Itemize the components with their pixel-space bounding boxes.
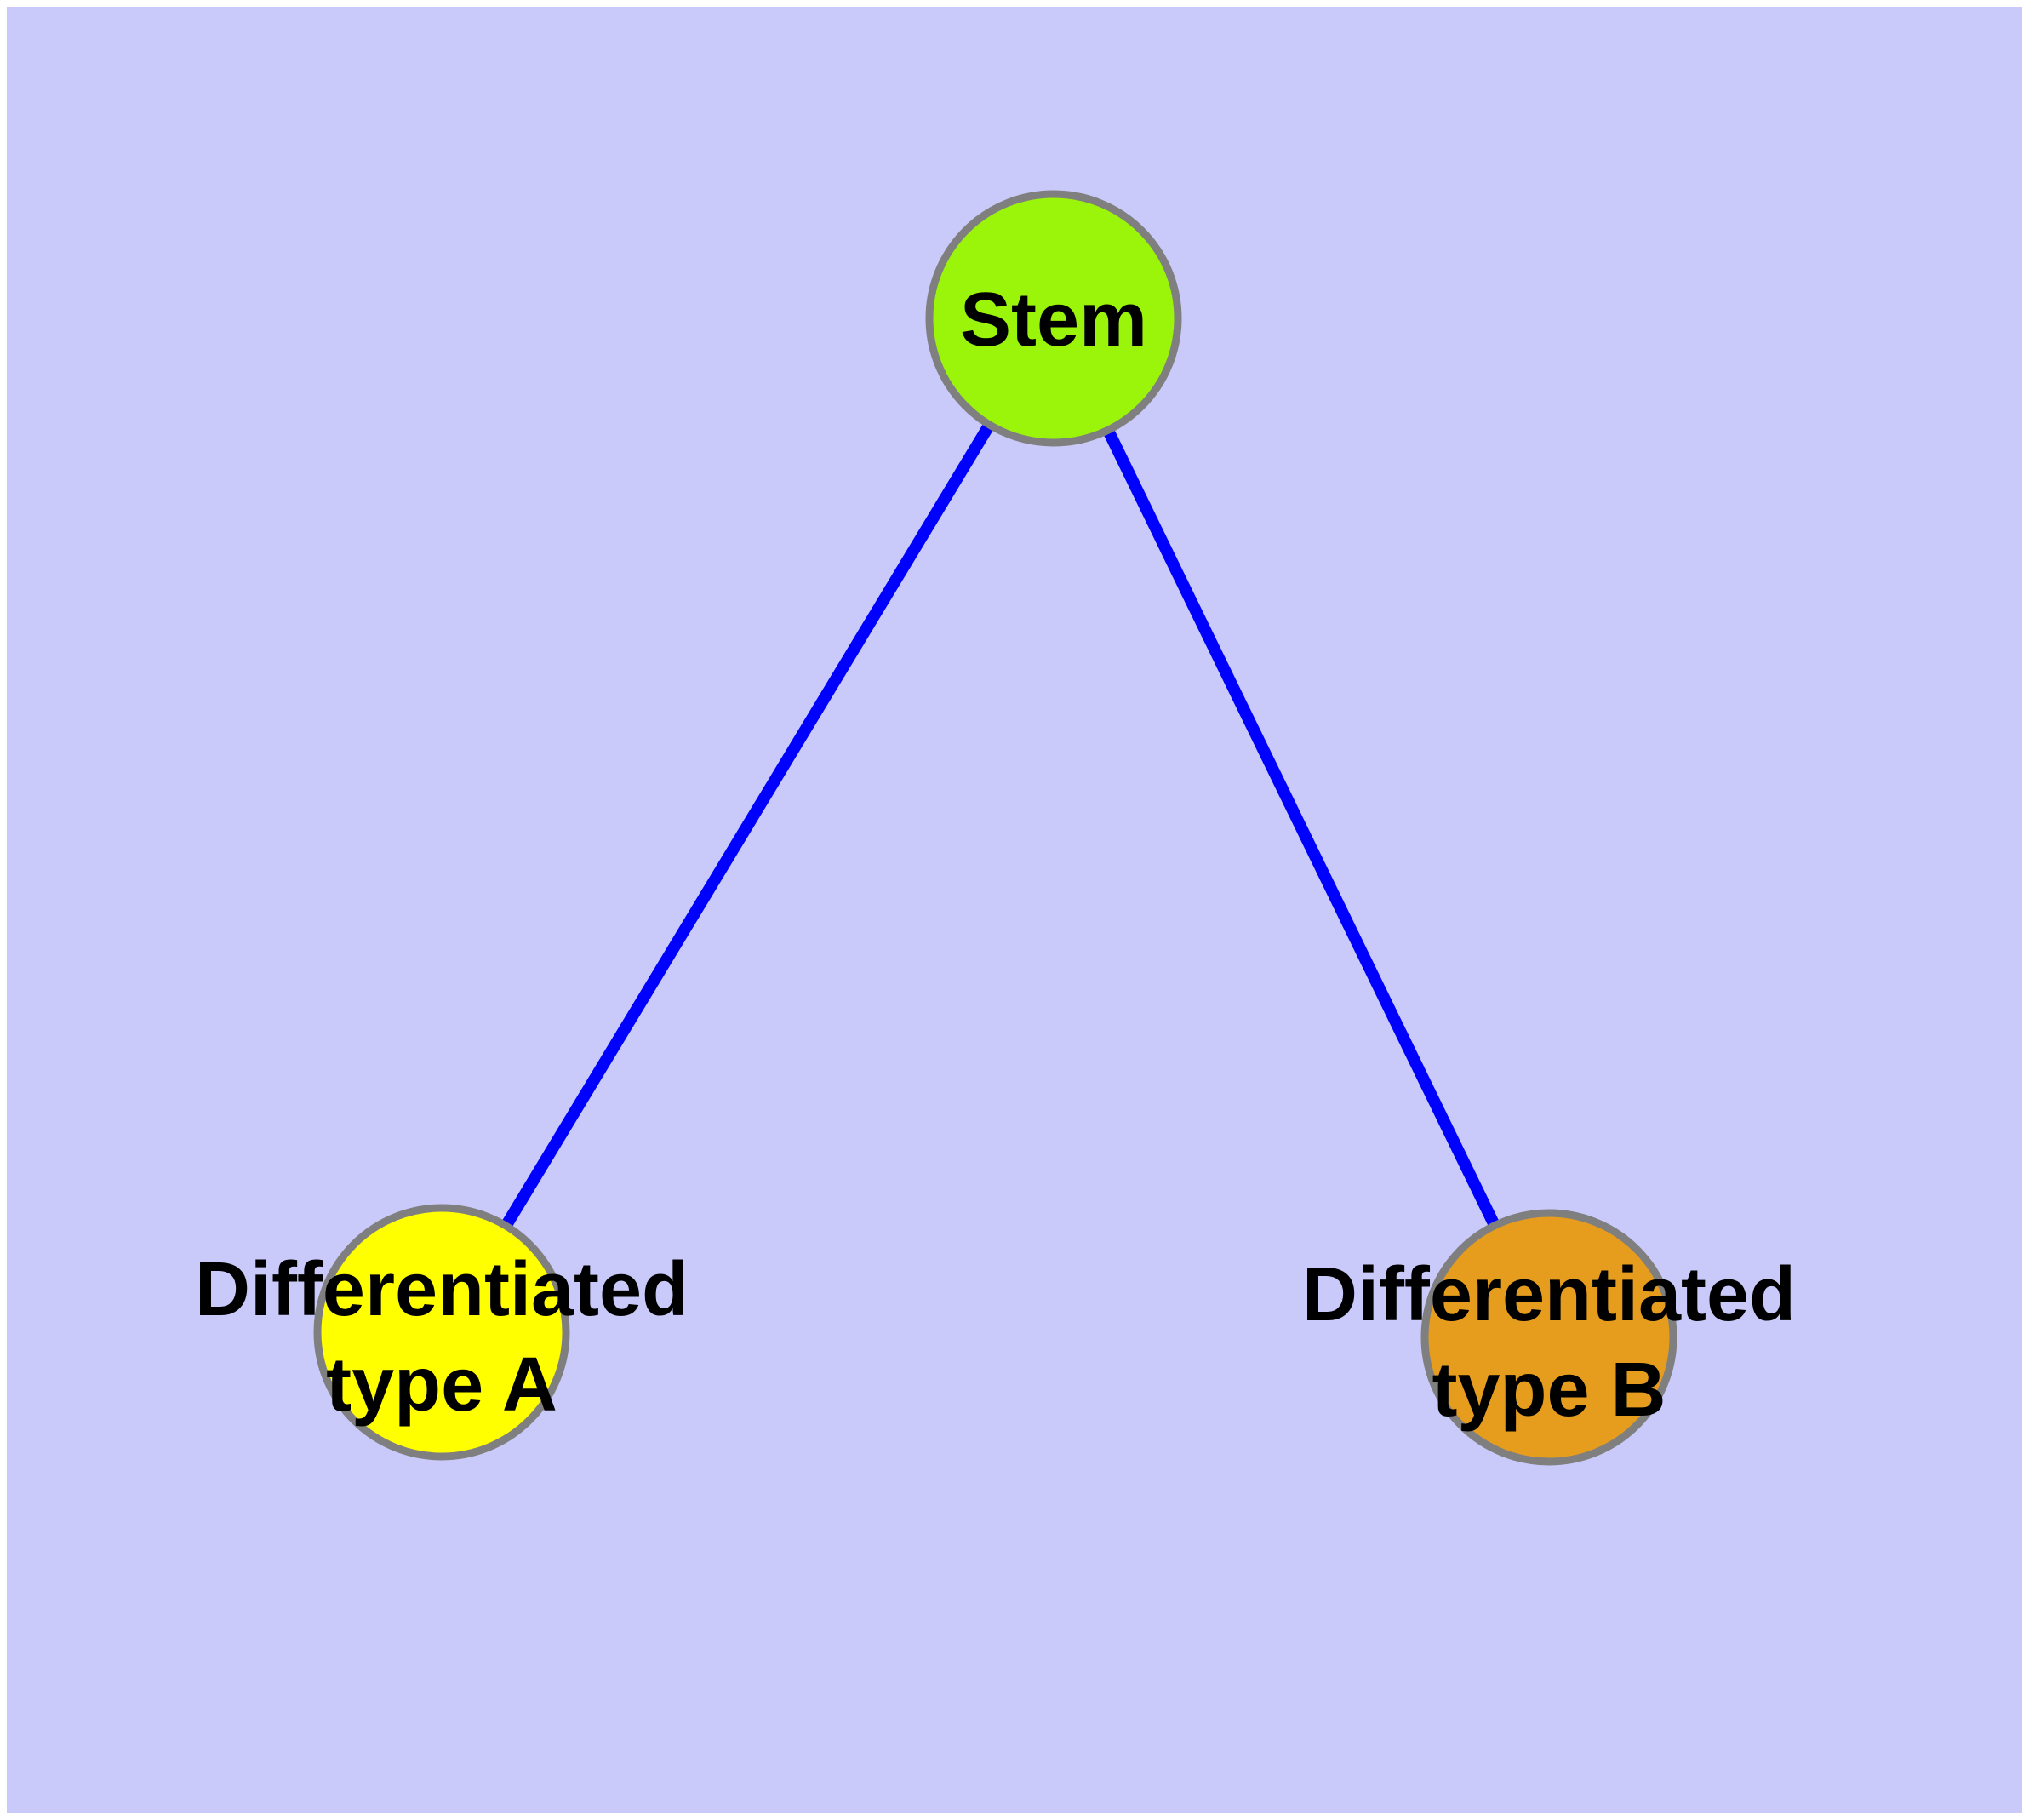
edge-stem-to-type-b xyxy=(1048,315,1555,1341)
node-type-b-label-line2: type B xyxy=(1432,1348,1666,1433)
edge-stem-to-type-a xyxy=(437,315,1059,1336)
node-type-a-label-line2: type A xyxy=(326,1342,557,1428)
node-type-a-label: Differentiated type A xyxy=(195,1247,689,1428)
node-type-b-label-line1: Differentiated xyxy=(1302,1252,1796,1337)
node-type-a-label-line1: Differentiated xyxy=(195,1247,689,1332)
node-type-b-label: Differentiated type B xyxy=(1302,1252,1796,1433)
node-type-b-circle xyxy=(1420,1209,1677,1466)
node-type-a-circle xyxy=(313,1204,570,1461)
node-stem-label: Stem xyxy=(960,278,1147,363)
node-stem-circle xyxy=(925,190,1182,447)
